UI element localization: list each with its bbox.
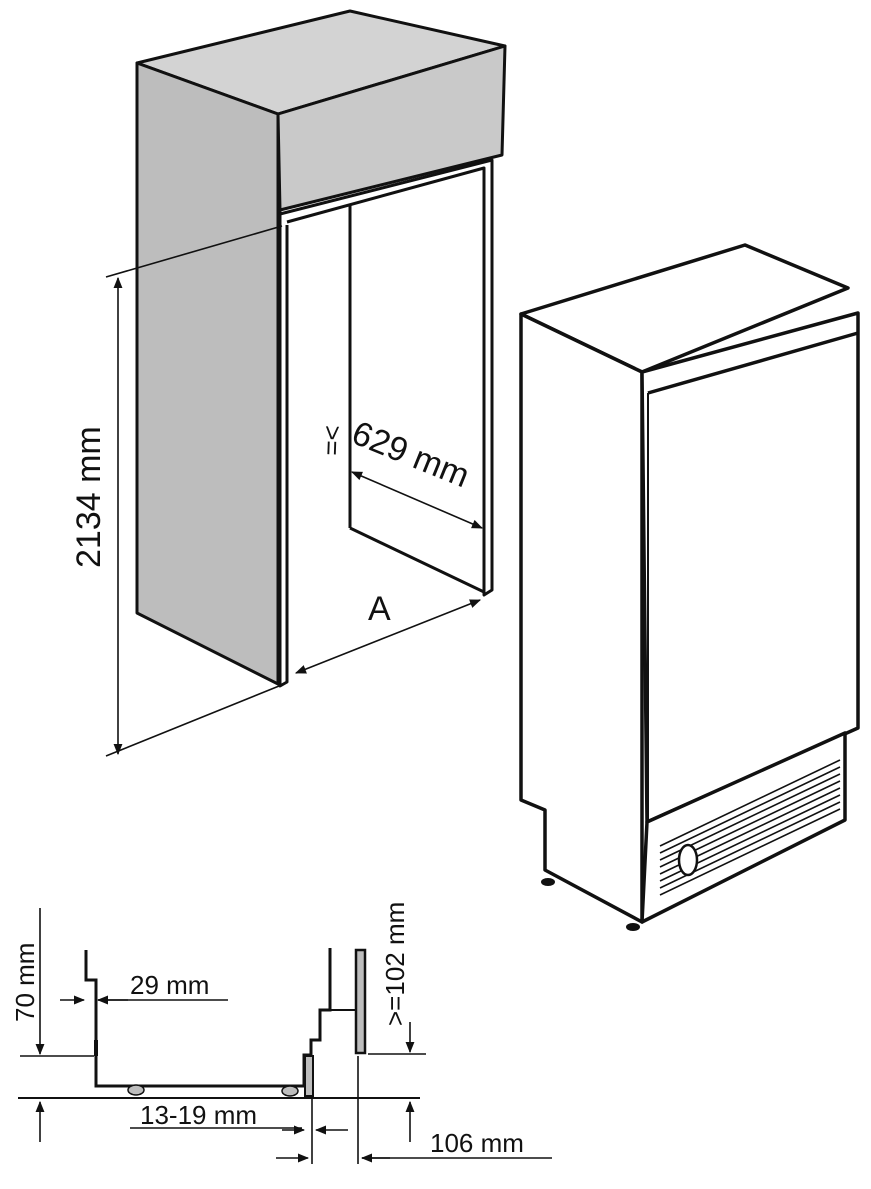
vent-height-dimension [368,1022,426,1142]
section-plinth-panel [304,1055,314,1097]
svg-text:>=: >= [317,425,348,456]
door-offset-dimension [276,1056,552,1164]
vent-height-label: >=102 mm [380,902,410,1026]
depth-label: >= 629 mm [317,414,475,495]
depth-dimension [350,471,484,529]
appliance-foot [626,923,640,931]
appliance [519,243,860,924]
niche-left-jamb [278,210,289,688]
appliance-door [640,311,860,824]
plinth-height-label: 70 mm [10,943,40,1022]
cabinet-niche [135,9,507,688]
width-label: A [368,590,391,628]
appliance-door-edge [647,331,859,395]
svg-text:629 mm: 629 mm [347,414,475,495]
appliance-section-outline [84,948,332,1088]
cabinet-top-front [276,44,507,212]
gap-dimension [130,1096,348,1164]
gap-label: 13-19 mm [140,1100,257,1130]
width-dimension-line [294,599,482,674]
plinth-section [84,948,367,1097]
height-dimension [105,225,285,757]
appliance-side [519,312,644,924]
section-wheels [127,1084,299,1097]
niche-head [279,158,494,597]
niche-floor-edge [349,526,485,594]
plinth-height-dimension [20,908,94,1142]
cabinet-side-panel [135,61,280,686]
appliance-foot [541,878,555,886]
door-offset-label: 106 mm [430,1128,524,1158]
height-label: 2134 mm [70,426,108,568]
section-door-panel [354,948,367,1055]
plinth-setback-label: 29 mm [130,970,209,1000]
control-dial-icon [677,843,699,877]
